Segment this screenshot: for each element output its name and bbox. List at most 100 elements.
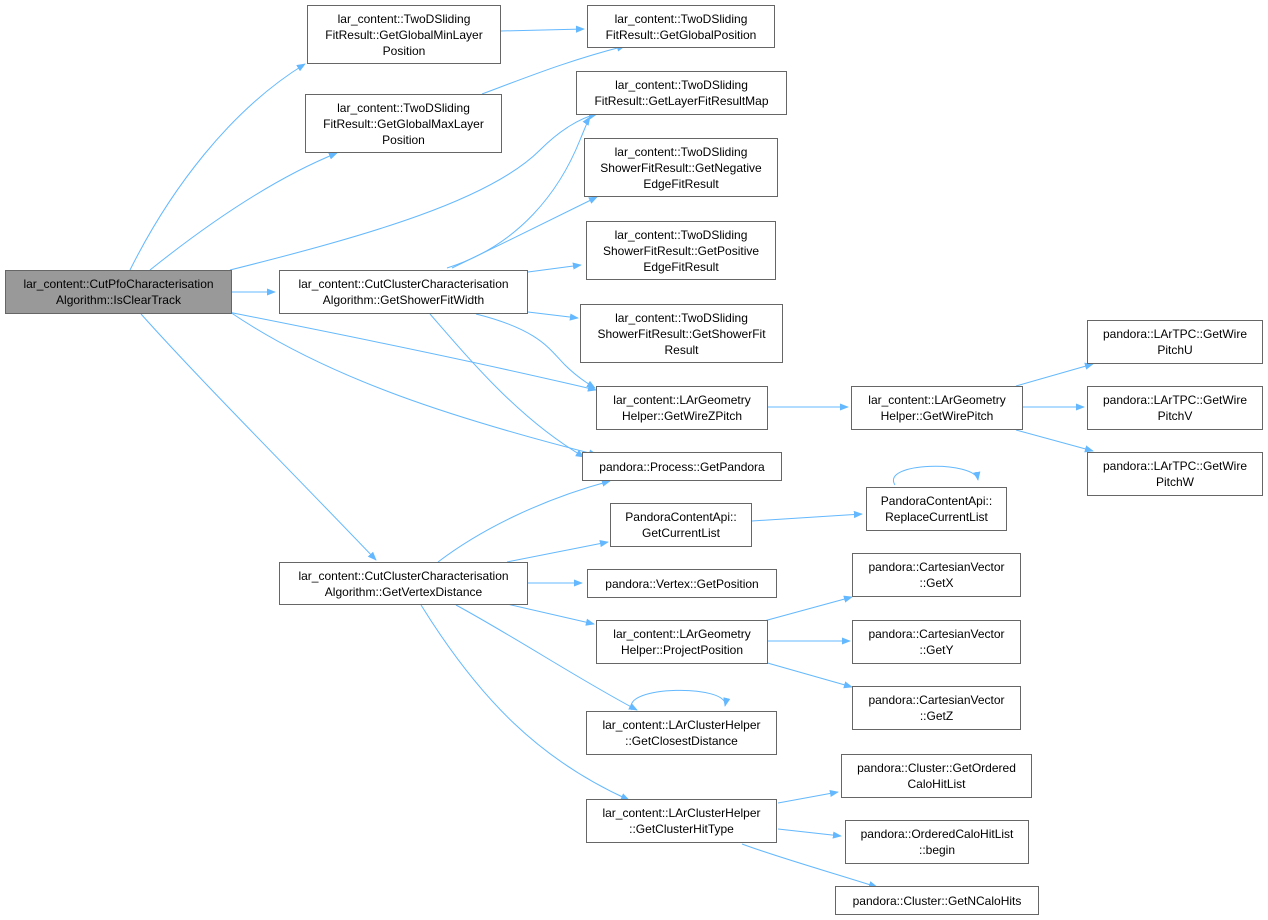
node-line: lar_content::LArGeometry [613, 393, 751, 407]
node-cartesian-get-z[interactable]: pandora::CartesianVector ::GetZ [852, 686, 1021, 730]
node-line: lar_content::CutPfoCharacterisation [23, 277, 214, 291]
node-line: lar_content::TwoDSliding [614, 144, 748, 159]
node-line: Algorithm::GetShowerFitWidth [322, 293, 485, 307]
node-get-positive-edge-fit-result[interactable]: lar_content::TwoDSliding ShowerFitResult… [586, 221, 776, 280]
edge-vertex-to-pandora [437, 479, 611, 563]
node-line: Position [382, 132, 425, 147]
node-line: ShowerFitResult::GetPositive [602, 243, 760, 258]
node-line: ::GetClosestDistance [625, 734, 738, 748]
node-line: lar_content::LArGeometry [868, 393, 1006, 407]
node-line: pandora::Vertex::GetPosition [605, 576, 759, 591]
node-line: PitchV [1157, 409, 1193, 423]
edge-vertex-to-clusterhittype [420, 604, 630, 801]
edge-closest-self-loop [630, 689, 731, 711]
node-get-global-max-layer-position[interactable]: lar_content::TwoDSliding FitResult::GetG… [305, 94, 502, 153]
edge-isclear-to-minlayer [129, 63, 306, 271]
node-line: ::GetZ [919, 709, 954, 723]
node-line: pandora::CartesianVector [868, 627, 1005, 641]
node-line: pandora::Process::GetPandora [599, 459, 765, 474]
node-line: ::GetClusterHitType [629, 822, 734, 836]
node-line: FitResult::GetGlobalPosition [605, 27, 757, 42]
edge-vertex-to-currentlist [506, 540, 609, 563]
node-get-ordered-calo-hit-list[interactable]: pandora::Cluster::GetOrdered CaloHitList [841, 754, 1032, 798]
node-line: lar_content::LArClusterHelper [602, 806, 761, 820]
node-cartesian-get-x[interactable]: pandora::CartesianVector ::GetX [852, 553, 1021, 597]
edge-width-to-positive [527, 262, 582, 273]
edge-replace-self-loop [892, 465, 981, 486]
node-get-global-position[interactable]: lar_content::TwoDSliding FitResult::GetG… [587, 5, 775, 48]
node-line: lar_content::TwoDSliding [614, 11, 748, 26]
node-line: pandora::CartesianVector [868, 560, 1005, 574]
node-line: ::GetX [919, 576, 954, 590]
node-line: Algorithm::GetVertexDistance [324, 584, 483, 599]
node-line: lar_content::TwoDSliding [615, 78, 748, 92]
node-cartesian-get-y[interactable]: pandora::CartesianVector ::GetY [852, 620, 1021, 664]
node-line: ShowerFitResult::GetShowerFit [597, 326, 766, 341]
node-line: FitResult::GetGlobalMinLayer [325, 27, 483, 42]
node-get-closest-distance[interactable]: lar_content::LArClusterHelper ::GetClose… [586, 711, 777, 755]
node-get-pandora[interactable]: pandora::Process::GetPandora [582, 452, 782, 481]
edge-wirepitch-to-w [1015, 429, 1094, 453]
edge-width-to-showerfit [527, 311, 579, 321]
node-line: ::begin [918, 843, 956, 857]
node-line: lar_content::TwoDSliding [615, 310, 748, 325]
edge-hittype-to-begin [777, 828, 842, 839]
edge-isclear-to-layerfitmap [229, 112, 598, 271]
node-get-wire-pitch-v[interactable]: pandora::LArTPC::GetWire PitchV [1087, 386, 1263, 430]
node-line: CaloHitList [907, 777, 966, 791]
node-line: pandora::CartesianVector [868, 693, 1005, 707]
node-get-global-min-layer-position[interactable]: lar_content::TwoDSliding FitResult::GetG… [307, 5, 501, 64]
edge-width-to-layerfitmap [446, 116, 591, 269]
node-line: pandora::Cluster::GetNCaloHits [852, 893, 1022, 908]
node-line: pandora::LArTPC::GetWire [1102, 393, 1248, 407]
node-get-cluster-hit-type[interactable]: lar_content::LArClusterHelper ::GetClust… [586, 799, 777, 843]
edge-hittype-to-ordered [777, 789, 839, 804]
edge-wirepitch-to-u [1015, 362, 1094, 387]
node-line: FitResult::GetGlobalMaxLayer [323, 116, 484, 131]
node-line: FitResult::GetLayerFitResultMap [594, 94, 769, 108]
node-line: EdgeFitResult [643, 176, 719, 191]
node-get-negative-edge-fit-result[interactable]: lar_content::TwoDSliding ShowerFitResult… [584, 138, 778, 197]
node-line: Algorithm::IsClearTrack [56, 293, 181, 307]
node-get-wire-pitch-u[interactable]: pandora::LArTPC::GetWire PitchU [1087, 320, 1263, 364]
node-get-n-calo-hits[interactable]: pandora::Cluster::GetNCaloHits [835, 886, 1039, 915]
edge-project-to-z [763, 661, 853, 689]
node-get-shower-fit-result[interactable]: lar_content::TwoDSliding ShowerFitResult… [580, 304, 783, 363]
node-line: Helper::GetWirePitch [880, 409, 994, 423]
node-line: Helper::GetWireZPitch [621, 409, 743, 423]
node-line: ::GetY [919, 643, 954, 657]
edge-project-to-x [763, 595, 853, 622]
node-project-position[interactable]: lar_content::LArGeometry Helper::Project… [596, 620, 768, 664]
node-line: pandora::LArTPC::GetWire [1102, 459, 1248, 473]
edge-minlayer-to-globalposition [500, 25, 585, 33]
node-get-layer-fit-result-map[interactable]: lar_content::TwoDSliding FitResult::GetL… [576, 71, 787, 115]
edge-isclear-to-vertexdistance [140, 313, 377, 561]
node-line: PitchW [1155, 475, 1194, 489]
edge-maxlayer-to-globalposition [481, 44, 626, 95]
edge-hittype-to-ncalohits [741, 843, 878, 888]
node-line: pandora::LArTPC::GetWire [1102, 327, 1248, 341]
node-line: PandoraContentApi:: [625, 510, 737, 524]
node-line: ReplaceCurrentList [885, 510, 988, 524]
node-line: PandoraContentApi:: [880, 494, 993, 508]
node-get-current-list[interactable]: PandoraContentApi:: GetCurrentList [610, 503, 752, 547]
node-get-wire-pitch[interactable]: lar_content::LArGeometry Helper::GetWire… [851, 386, 1023, 430]
node-get-shower-fit-width[interactable]: lar_content::CutClusterCharacterisation … [279, 270, 528, 314]
node-cutpfo-isclear-track[interactable]: lar_content::CutPfoCharacterisation Algo… [5, 270, 232, 314]
node-line: pandora::OrderedCaloHitList [860, 827, 1014, 841]
edge-isclear-to-pandora [229, 311, 598, 457]
node-get-wire-z-pitch[interactable]: lar_content::LArGeometry Helper::GetWire… [596, 386, 768, 430]
node-ordered-calo-hit-list-begin[interactable]: pandora::OrderedCaloHitList ::begin [845, 820, 1029, 864]
node-line: ShowerFitResult::GetNegative [600, 160, 762, 175]
node-line: lar_content::TwoDSliding [337, 11, 471, 26]
node-replace-current-list[interactable]: PandoraContentApi:: ReplaceCurrentList [866, 487, 1007, 531]
node-get-wire-pitch-w[interactable]: pandora::LArTPC::GetWire PitchW [1087, 452, 1263, 496]
edge-isclear-to-wirezpitch [227, 311, 597, 392]
node-line: Helper::ProjectPosition [620, 643, 744, 657]
edge-width-to-pandora [429, 313, 585, 458]
node-line: Result [664, 342, 699, 357]
node-vertex-get-position[interactable]: pandora::Vertex::GetPosition [587, 569, 777, 598]
node-get-vertex-distance[interactable]: lar_content::CutClusterCharacterisation … [279, 562, 528, 605]
